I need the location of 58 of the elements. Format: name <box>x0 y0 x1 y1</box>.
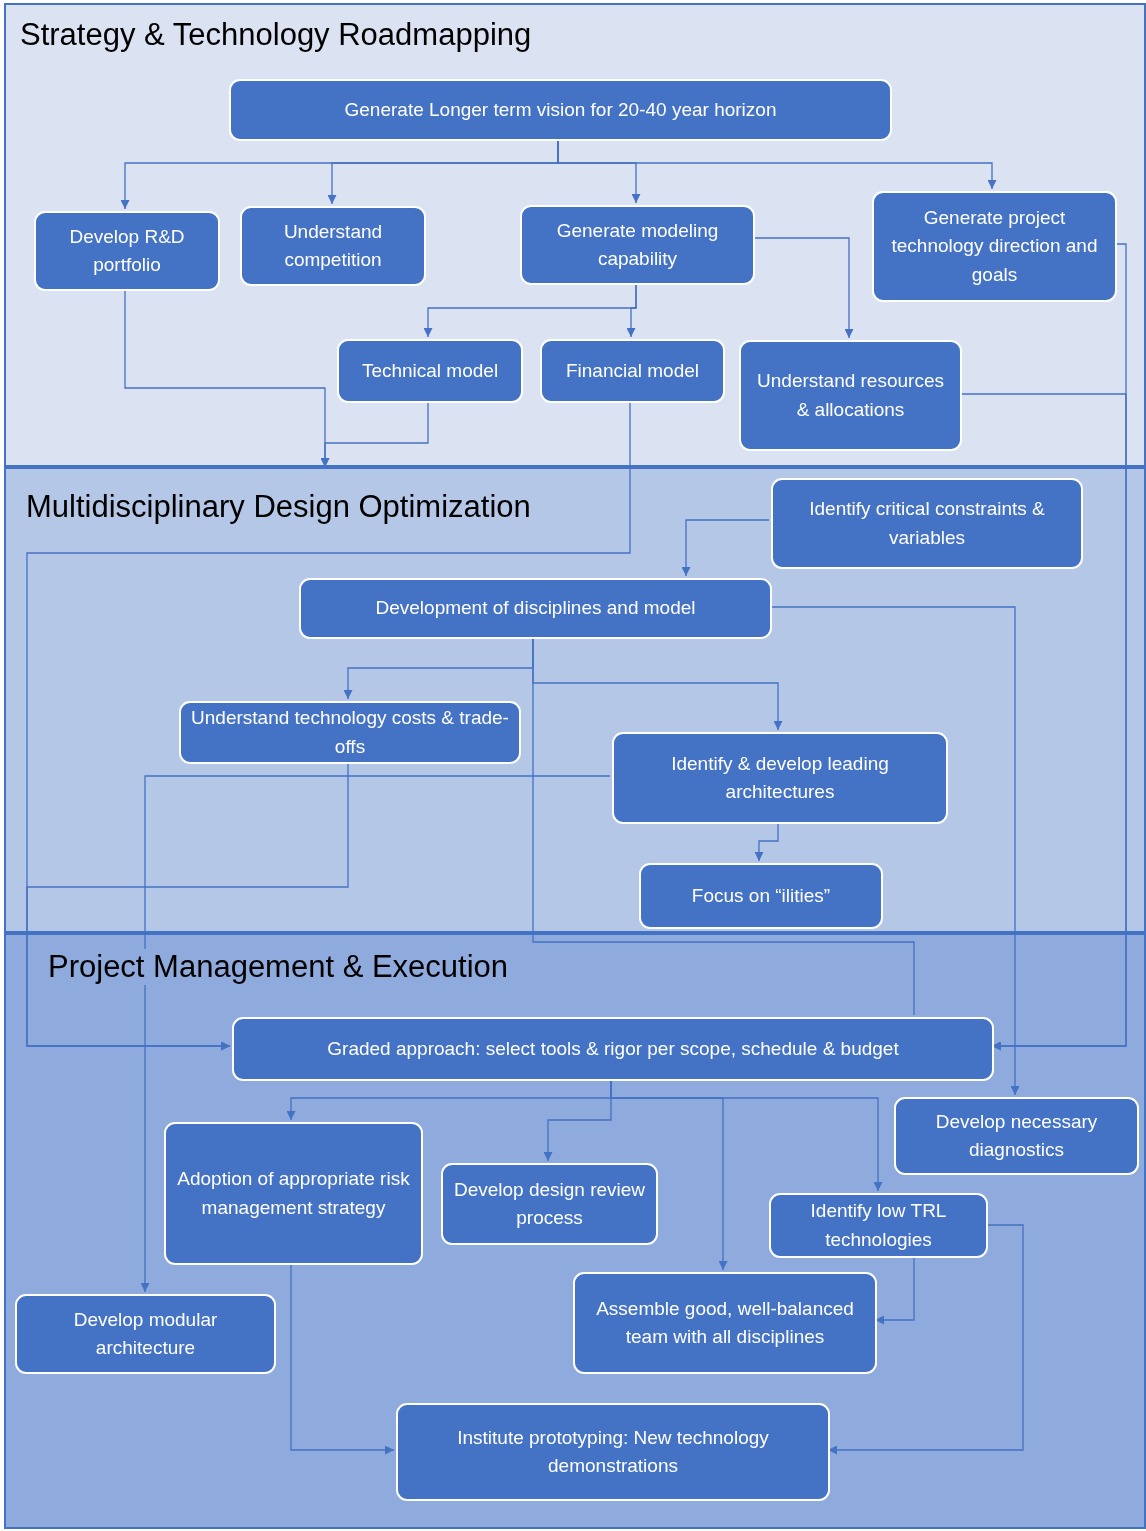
section-band <box>4 3 1146 467</box>
process-label: Understand resources & allocations <box>756 369 945 422</box>
process-label: Develop necessary diagnostics <box>934 1109 1099 1162</box>
process-box <box>164 1122 423 1265</box>
process-box <box>15 1294 276 1374</box>
process-label: Graded approach: select tools & rigor per scope, schedule & budget <box>327 1036 899 1061</box>
section-title: Project Management & Execution <box>48 949 509 985</box>
process-label: Understand technology costs & trade-offs <box>190 706 510 759</box>
process-box <box>520 205 755 285</box>
process-label: Develop design review process <box>452 1177 647 1230</box>
connector-arrow <box>874 1255 915 1325</box>
process-box <box>232 1017 994 1081</box>
process-box <box>540 339 725 403</box>
process-label: Identify critical constraints & variables <box>808 497 1046 550</box>
process-box <box>894 1097 1139 1175</box>
process-label: Institute prototyping: New technology demonstrations <box>456 1425 770 1478</box>
process-label: Identify low TRL technologies <box>809 1199 948 1252</box>
process-box <box>240 206 426 286</box>
connector-arrow <box>290 1262 395 1455</box>
connector-arrow <box>681 519 770 577</box>
process-label: Develop R&D portfolio <box>68 224 186 277</box>
connector-arrow <box>769 606 1020 1096</box>
process-label: Technical model <box>361 358 499 383</box>
process-label: Develop modular architecture <box>72 1307 219 1360</box>
process-label: Generate project technology direction and goals <box>890 205 1099 287</box>
connector-arrow <box>827 1224 1024 1455</box>
section-band <box>4 467 1146 933</box>
process-label: Focus on “ilities” <box>691 883 831 908</box>
process-box <box>573 1272 877 1374</box>
connector-arrow <box>26 761 349 1051</box>
process-box <box>396 1403 830 1501</box>
process-label: Financial model <box>565 358 700 383</box>
process-label: Generate modeling capability <box>555 218 720 271</box>
process-box <box>739 340 962 451</box>
connector-arrow <box>754 821 779 862</box>
process-box <box>771 478 1083 569</box>
connector-arrow <box>140 775 611 1293</box>
process-box <box>229 79 892 141</box>
process-label: Adoption of appropriate risk management strategy <box>176 1167 411 1220</box>
process-label: Identify & develop leading architectures <box>670 751 890 804</box>
process-box <box>299 578 772 639</box>
process-box <box>179 701 521 764</box>
process-box <box>769 1193 988 1258</box>
process-box <box>872 191 1117 302</box>
section-band <box>4 933 1146 1529</box>
connector-arrow <box>752 237 854 339</box>
process-label: Understand competition <box>282 219 384 272</box>
process-label: Generate Longer term vision for 20-40 year horizon <box>344 97 777 122</box>
process-label: Assemble good, well-balanced team with all disciplines <box>595 1296 855 1349</box>
process-box <box>441 1163 658 1245</box>
process-label: Development of disciplines and model <box>375 596 696 621</box>
connector-arrow <box>320 400 429 468</box>
process-box <box>639 863 883 929</box>
connector-arrow <box>959 393 1127 1051</box>
process-box <box>612 732 948 824</box>
connector-arrow <box>626 282 637 338</box>
process-box <box>337 339 523 403</box>
process-box <box>34 211 220 291</box>
